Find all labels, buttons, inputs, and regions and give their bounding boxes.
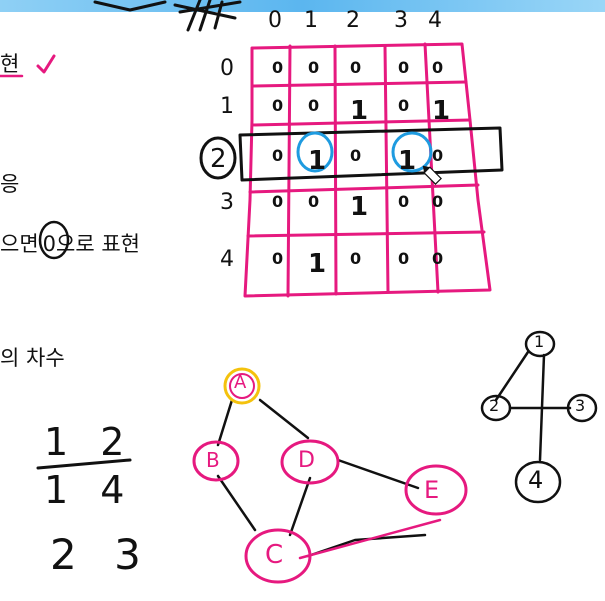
notes-row-2: 1 4: [44, 468, 135, 512]
text-line-3-a: 으면: [0, 232, 39, 256]
small-graph-nodes: [480, 330, 598, 504]
text-line-3-circled-zero: 0: [42, 232, 57, 256]
text-line-4: 의 차수: [0, 346, 65, 370]
node-label-d: D: [298, 448, 315, 473]
pink-graph-nodes: [192, 367, 468, 584]
check-mark: [36, 54, 56, 74]
pink-edge-c-e: [298, 518, 442, 560]
node-label-c: C: [265, 540, 284, 570]
node-label-a: A: [234, 372, 247, 393]
small-graph-edges: [494, 350, 572, 462]
text-line-2: 응: [0, 172, 20, 196]
matrix-grid: [243, 42, 492, 298]
small-node-2: 2: [489, 396, 500, 415]
small-node-4: 4: [528, 466, 544, 494]
notes-row-3: 2 3: [50, 530, 153, 579]
window-top-bar: [0, 0, 605, 12]
top-scribble: [93, 0, 242, 32]
node-label-b: B: [206, 448, 220, 472]
circled-zero-outline: [38, 220, 70, 260]
blue-circle-1: [296, 131, 334, 173]
notes-divider: [36, 458, 132, 470]
row-2-highlight: [199, 126, 504, 182]
node-label-e: E: [424, 476, 440, 504]
small-node-1: 1: [534, 332, 545, 351]
blue-circle-2: [391, 131, 433, 173]
pink-graph-edges: [216, 398, 427, 558]
notes-row-1: 1 2: [44, 420, 135, 464]
pen-cursor-icon: [422, 165, 442, 185]
small-node-3: 3: [575, 396, 586, 415]
text-line-3-c: 으로 표현: [56, 232, 140, 256]
text-line-1: 현: [0, 52, 20, 76]
